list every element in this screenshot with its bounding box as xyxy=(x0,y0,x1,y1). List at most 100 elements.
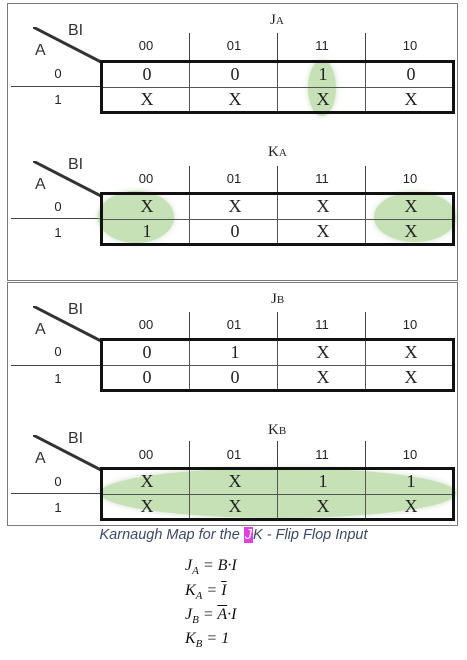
corner-divider xyxy=(33,161,102,198)
corner-divider xyxy=(33,435,102,472)
cell: 0 xyxy=(230,221,240,241)
grid-line xyxy=(11,365,103,366)
grid-line xyxy=(277,166,278,192)
col-var-label: BI xyxy=(68,430,84,447)
row-header: 0 xyxy=(54,66,62,81)
col-var-label: BI xyxy=(68,22,84,39)
grid-line xyxy=(11,218,103,219)
grid-line xyxy=(189,441,190,467)
col-header: 10 xyxy=(402,38,418,53)
col-header: 01 xyxy=(226,317,242,332)
cell: X xyxy=(316,221,330,241)
cell: X xyxy=(140,89,154,109)
cell: X xyxy=(316,496,330,516)
cell: 1 xyxy=(318,471,328,491)
corner-divider xyxy=(33,27,102,64)
col-header: 11 xyxy=(315,171,329,186)
caption-highlight: J xyxy=(243,527,254,543)
row-var-label: A xyxy=(35,321,46,338)
col-header: 01 xyxy=(226,171,242,186)
row-var-label: A xyxy=(35,176,46,193)
figure-caption: Karnaugh Map for the JK - Flip Flop Inpu… xyxy=(99,527,368,543)
col-header: 01 xyxy=(226,38,242,53)
col-var-label: BI xyxy=(68,301,84,318)
cell: X xyxy=(316,367,330,387)
cell: X xyxy=(404,342,418,362)
col-header: 00 xyxy=(138,317,154,332)
kmap-grid: X X X X 1 0 X X xyxy=(100,192,455,246)
row-header: 0 xyxy=(54,199,62,214)
cell: 0 xyxy=(142,342,152,362)
cell: X xyxy=(228,496,242,516)
cell: X xyxy=(404,367,418,387)
group-highlight xyxy=(308,60,336,116)
grid-line xyxy=(365,33,366,61)
grid-line xyxy=(11,86,103,87)
grid-line xyxy=(277,441,278,467)
cell: 1 xyxy=(406,471,416,491)
cell: X xyxy=(404,196,418,216)
cell: 1 xyxy=(142,221,152,241)
cell: 0 xyxy=(406,64,416,84)
group-highlight xyxy=(98,191,174,243)
cell: X xyxy=(140,196,154,216)
cell: X xyxy=(140,471,154,491)
row-header: 1 xyxy=(54,225,62,240)
corner-divider xyxy=(33,306,102,343)
map-title: KB xyxy=(268,422,287,438)
row-var-label: A xyxy=(35,42,46,59)
col-header: 00 xyxy=(138,447,154,462)
col-header: 01 xyxy=(226,447,242,462)
row-header: 0 xyxy=(54,474,62,489)
cell: X xyxy=(316,342,330,362)
grid-line xyxy=(277,33,278,61)
cell: X xyxy=(316,89,330,109)
cell: X xyxy=(404,89,418,109)
grid-line xyxy=(189,312,190,339)
cell: 0 xyxy=(230,64,240,84)
cell: 1 xyxy=(230,342,240,362)
cell: 0 xyxy=(142,64,152,84)
col-header: 00 xyxy=(138,171,154,186)
group-highlight xyxy=(100,468,456,518)
cell: 0 xyxy=(142,367,152,387)
group-highlight xyxy=(374,192,456,242)
col-var-label: BI xyxy=(68,156,84,173)
equation-ka: KA = I xyxy=(185,582,227,602)
cell: X xyxy=(404,496,418,516)
map-title: JB xyxy=(271,291,285,307)
equation-kb: KB = 1 xyxy=(185,630,230,650)
cell: 0 xyxy=(230,367,240,387)
panel-a: BI A JA 00 01 11 10 0 1 0 0 1 0 X X X X xyxy=(7,3,458,281)
kmap-ja: BI A JA 00 01 11 10 0 1 0 0 1 0 X X X X xyxy=(8,4,457,142)
equation-ja: JA = B·I xyxy=(185,557,237,577)
kmap-grid: 0 0 1 0 X X X X xyxy=(100,60,455,114)
panel-b: BI A JB 00 01 11 10 0 1 0 1 X X 0 0 X X … xyxy=(7,282,458,526)
cell: X xyxy=(404,221,418,241)
col-header: 10 xyxy=(402,171,418,186)
row-header: 1 xyxy=(54,371,62,386)
col-header: 11 xyxy=(315,317,329,332)
equation-jb: JB = A·I xyxy=(185,606,237,626)
grid-line xyxy=(189,166,190,192)
kmap-kb: BI A KB 00 01 11 10 0 1 X X 1 1 X X X X xyxy=(8,411,457,525)
grid-line xyxy=(189,33,190,61)
map-title: JA xyxy=(270,12,284,28)
col-header: 00 xyxy=(138,38,154,53)
map-title: KA xyxy=(268,144,287,160)
col-header: 11 xyxy=(315,447,329,462)
grid-line xyxy=(365,441,366,467)
kmap-ka: BI A KA 00 01 11 10 0 1 X X X X 1 0 X X xyxy=(8,135,457,275)
row-var-label: A xyxy=(35,450,46,467)
cell: 1 xyxy=(318,64,328,84)
grid-line xyxy=(277,312,278,339)
cell: X xyxy=(316,196,330,216)
kmap-grid: 0 1 X X 0 0 X X xyxy=(100,338,455,392)
row-header: 0 xyxy=(54,344,62,359)
col-header: 10 xyxy=(402,447,418,462)
grid-line xyxy=(365,166,366,192)
col-header: 10 xyxy=(402,317,418,332)
cell: X xyxy=(228,471,242,491)
col-header: 11 xyxy=(315,38,329,53)
row-header: 1 xyxy=(54,500,62,515)
